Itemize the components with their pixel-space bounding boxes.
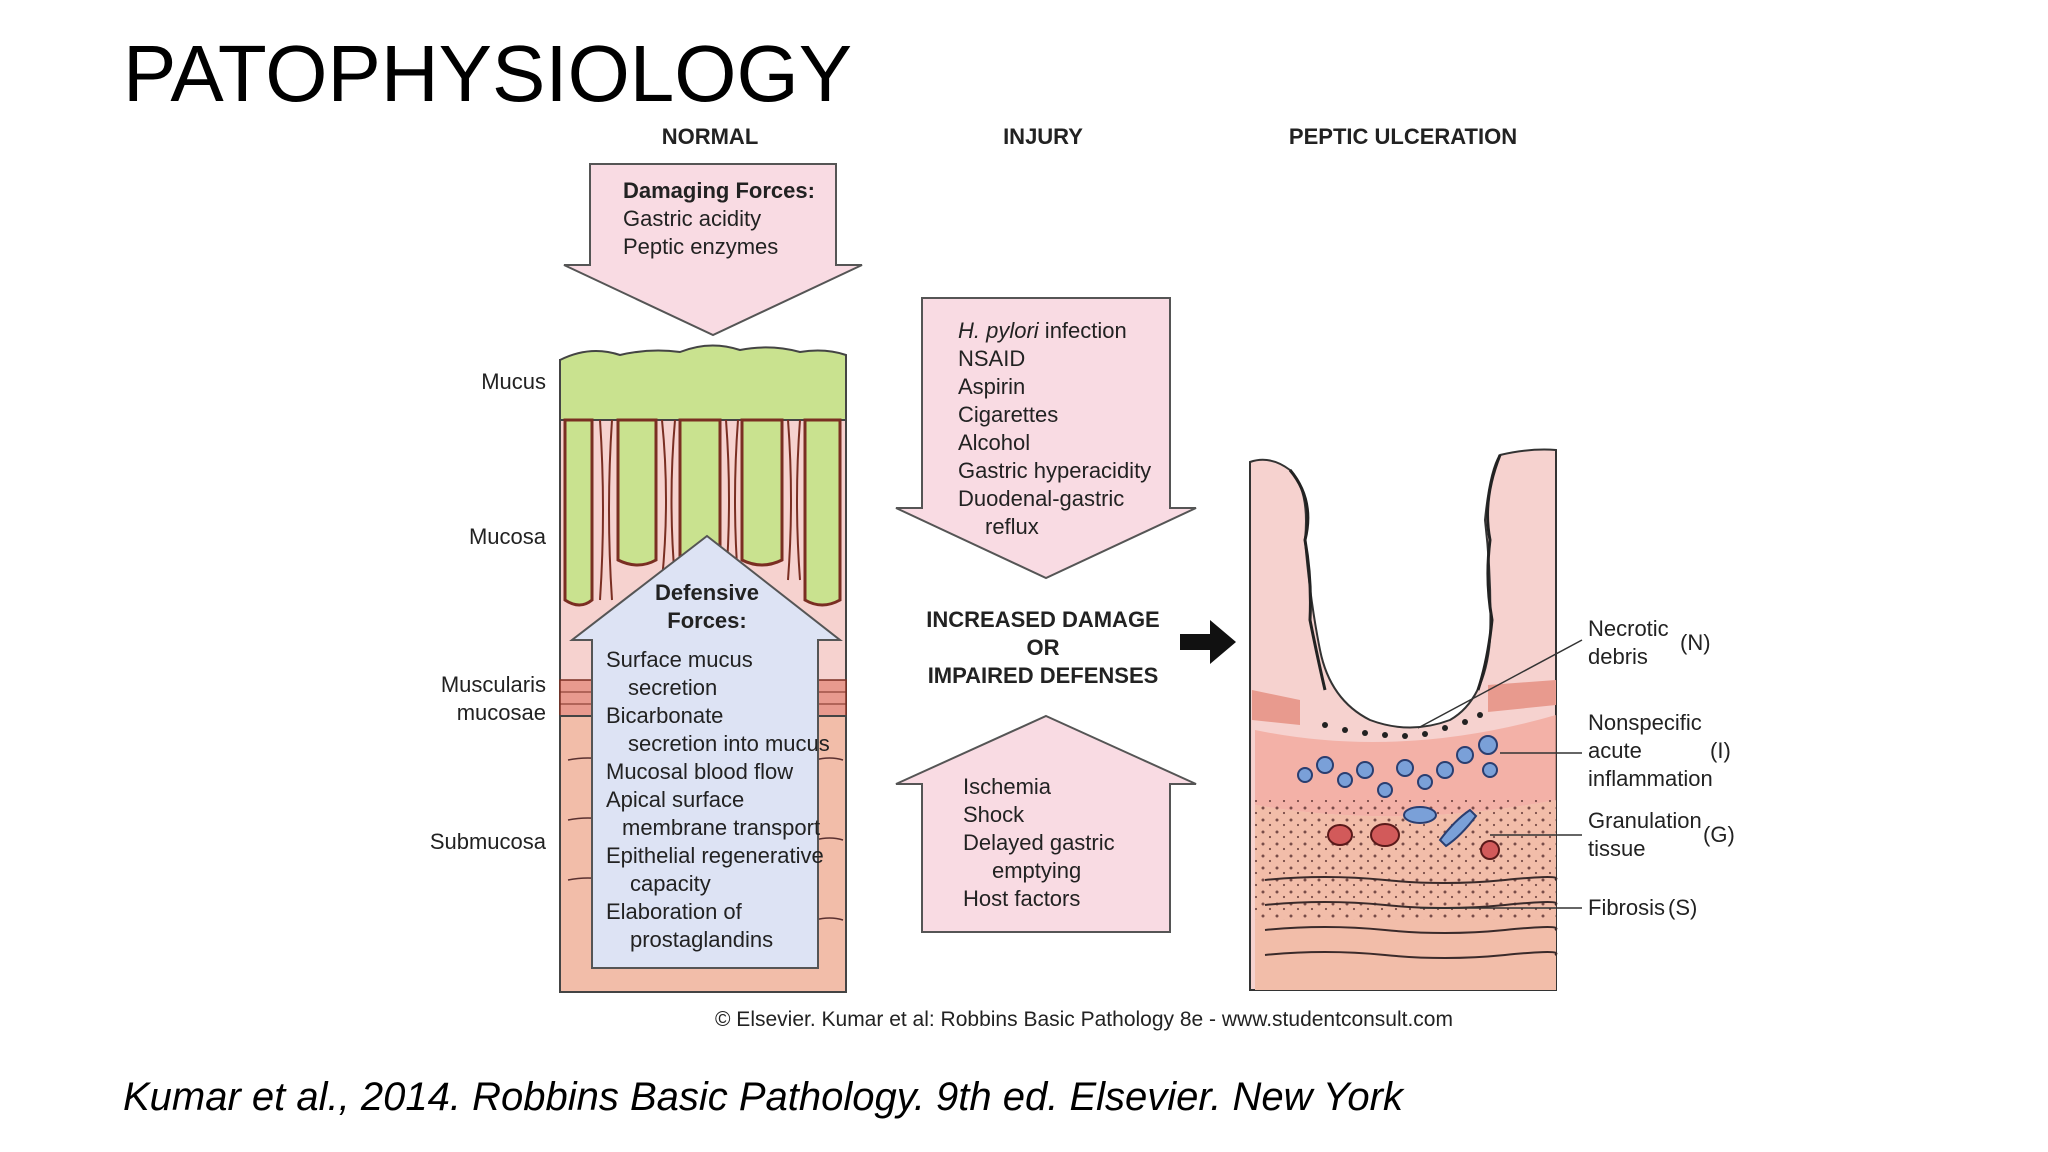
citation: Kumar et al., 2014. Robbins Basic Pathol…: [123, 1075, 1403, 1119]
defensive-item: Bicarbonate: [606, 703, 723, 728]
injury-item: Duodenal-gastric: [958, 486, 1124, 511]
center-text: IMPAIRED DEFENSES: [928, 663, 1159, 688]
defense-injury-item: Delayed gastric: [963, 830, 1115, 855]
injury-item: NSAID: [958, 346, 1025, 371]
h-pylori-text: H. pylori: [958, 318, 1040, 343]
injury-item: reflux: [985, 514, 1039, 539]
layer-label-mucosae: mucosae: [457, 700, 546, 725]
header-normal: NORMAL: [662, 124, 759, 149]
defensive-item: prostaglandins: [630, 927, 773, 952]
defensive-item: Mucosal blood flow: [606, 759, 793, 784]
layer-label-mucus: Mucus: [481, 369, 546, 394]
injury-item: Gastric hyperacidity: [958, 458, 1151, 483]
defensive-item: secretion: [628, 675, 717, 700]
ulcer-tissue-block: [1249, 448, 1558, 991]
damaging-item: Peptic enzymes: [623, 234, 778, 259]
injury-item: Cigarettes: [958, 402, 1058, 427]
defense-injury-item: emptying: [992, 858, 1081, 883]
label-necrotic: Necrotic: [1588, 616, 1669, 641]
infection-text: infection: [1039, 318, 1127, 343]
defensive-item: Surface mucus: [606, 647, 753, 672]
defensive-forces-arrow: Defensive Forces: Surface mucus secretio…: [569, 534, 843, 969]
injury-defense-arrow: Ischemia Shock Delayed gastric emptying …: [895, 714, 1197, 933]
injury-item: H. pylori infection: [958, 318, 1127, 343]
label-granulation-code: (G): [1703, 822, 1735, 847]
label-granulation: tissue: [1588, 836, 1645, 861]
injury-item: Alcohol: [958, 430, 1030, 455]
label-inflammation: acute: [1588, 738, 1642, 763]
defensive-forces-title: Forces:: [667, 608, 746, 633]
center-text: OR: [1027, 635, 1060, 660]
label-fibrosis: Fibrosis: [1588, 895, 1665, 920]
defensive-item: Elaboration of: [606, 899, 743, 924]
header-peptic-ulceration: PEPTIC ULCERATION: [1289, 124, 1517, 149]
layer-label-mucosa: Mucosa: [469, 524, 547, 549]
layer-label-muscularis: Muscularis: [441, 672, 546, 697]
label-necrotic-code: (N): [1680, 630, 1711, 655]
defense-injury-item: Shock: [963, 802, 1025, 827]
label-necrotic: debris: [1588, 644, 1648, 669]
defense-injury-item: Ischemia: [963, 774, 1052, 799]
damaging-forces-arrow: Damaging Forces: Gastric acidity Peptic …: [563, 163, 863, 337]
defense-injury-item: Host factors: [963, 886, 1080, 911]
defensive-item: secretion into mucus: [628, 731, 830, 756]
defensive-forces-title: Defensive: [655, 580, 759, 605]
label-granulation: Granulation: [1588, 808, 1702, 833]
defensive-item: Epithelial regenerative: [606, 843, 824, 868]
damaging-forces-title: Damaging Forces:: [623, 178, 815, 203]
defensive-item: membrane transport: [622, 815, 820, 840]
injury-damage-arrow: H. pylori infection NSAID Aspirin Cigare…: [895, 297, 1197, 580]
label-inflammation-code: (I): [1710, 738, 1731, 763]
damaging-item: Gastric acidity: [623, 206, 761, 231]
slide-title: PATOPHYSIOLOGY: [123, 29, 853, 118]
label-inflammation: Nonspecific: [1588, 710, 1702, 735]
defensive-item: Apical surface: [606, 787, 744, 812]
label-fibrosis-code: (S): [1668, 895, 1697, 920]
defensive-item: capacity: [630, 871, 711, 896]
figure-copyright: © Elsevier. Kumar et al: Robbins Basic P…: [715, 1008, 1453, 1031]
layer-label-submucosa: Submucosa: [430, 829, 547, 854]
label-inflammation: inflammation: [1588, 766, 1713, 791]
right-arrow-icon: [1180, 620, 1236, 664]
center-text: INCREASED DAMAGE: [926, 607, 1159, 632]
header-injury: INJURY: [1003, 124, 1083, 149]
leader-lines: [1417, 639, 1583, 909]
injury-item: Aspirin: [958, 374, 1025, 399]
